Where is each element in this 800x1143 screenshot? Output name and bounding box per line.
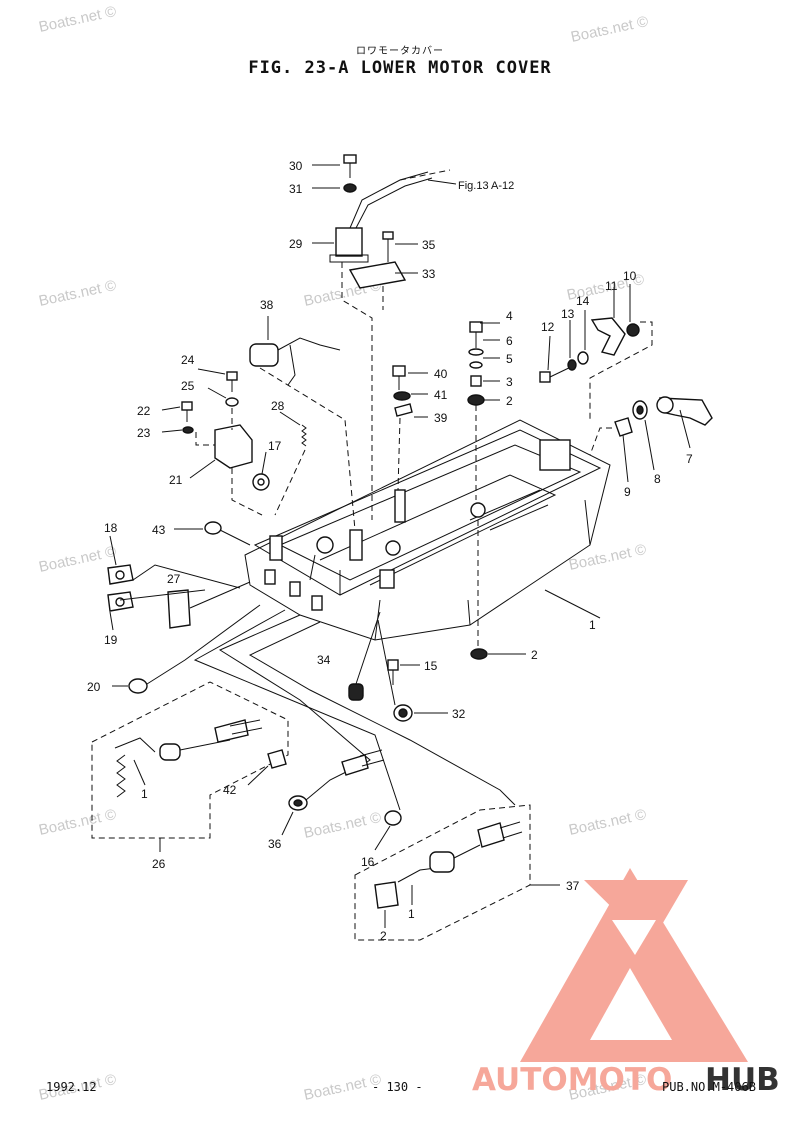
callout-1-kit26: 1 xyxy=(141,787,148,801)
callout-labels: 30 31 29 35 33 Fig.13 A-12 38 10 11 14 1… xyxy=(87,159,693,943)
callout-5: 5 xyxy=(506,352,513,366)
spring-28 xyxy=(274,424,307,516)
watermark: Boats.net © xyxy=(37,543,117,576)
callout-3: 3 xyxy=(506,375,513,389)
callout-2-lower: 2 xyxy=(531,648,538,662)
plate-27 xyxy=(167,581,251,629)
callout-16: 16 xyxy=(361,855,375,869)
automotohub-logo: AUTOMOTO HUB xyxy=(472,868,780,1098)
kit-37 xyxy=(354,804,560,941)
figure-title: FIG. 23-A LOWER MOTOR COVER xyxy=(248,58,552,78)
callout-31: 31 xyxy=(289,182,303,196)
bolt-stack xyxy=(467,321,485,650)
watermark: Boats.net © xyxy=(567,806,647,839)
bolt-40-group xyxy=(392,365,413,491)
logo-text-automoto: AUTOMOTO xyxy=(472,1062,672,1098)
watermark: Boats.net © xyxy=(302,1071,382,1104)
callout-2: 2 xyxy=(506,394,513,408)
callout-22: 22 xyxy=(137,404,151,418)
lever-group xyxy=(539,317,653,420)
callout-9: 9 xyxy=(624,485,631,499)
callout-30: 30 xyxy=(289,159,303,173)
callout-6: 6 xyxy=(506,334,513,348)
callout-14: 14 xyxy=(576,294,590,308)
callout-1-kit37: 1 xyxy=(408,907,415,921)
watermark: Boats.net © xyxy=(37,3,117,36)
callout-43: 43 xyxy=(152,523,166,537)
callout-leaders xyxy=(109,164,691,851)
callout-37: 37 xyxy=(566,879,580,893)
grommet-43 xyxy=(204,521,251,546)
watermark: Boats.net © xyxy=(37,277,117,310)
callout-2-kit37: 2 xyxy=(380,929,387,943)
callout-26: 26 xyxy=(152,857,166,871)
callout-39: 39 xyxy=(434,411,448,425)
callout-11: 11 xyxy=(605,279,618,293)
callout-24: 24 xyxy=(181,353,195,367)
callout-4: 4 xyxy=(506,309,513,323)
clip-18-19 xyxy=(107,564,241,612)
grommet-42 xyxy=(267,749,287,769)
watermark: Boats.net © xyxy=(37,806,117,839)
cable-connector-group xyxy=(329,154,451,520)
watermark: Boats.net © xyxy=(567,541,647,574)
callout-18: 18 xyxy=(104,521,118,535)
callout-25: 25 xyxy=(181,379,195,393)
callout-36: 36 xyxy=(268,837,282,851)
callout-7: 7 xyxy=(686,452,693,466)
callout-42: 42 xyxy=(223,783,237,797)
callout-23: 23 xyxy=(137,426,151,440)
callout-35: 35 xyxy=(422,238,436,252)
callout-38: 38 xyxy=(260,298,274,312)
subtitle-japanese: ロワモータカバー xyxy=(356,46,444,57)
callout-19: 19 xyxy=(104,633,118,647)
callout-32: 32 xyxy=(452,707,466,721)
watermark: Boats.net © xyxy=(302,809,382,842)
callout-27: 27 xyxy=(167,572,181,586)
callout-17: 17 xyxy=(268,439,282,453)
callout-28: 28 xyxy=(271,399,285,413)
callout-15: 15 xyxy=(424,659,438,673)
bracket-21-group xyxy=(181,371,263,516)
callout-21: 21 xyxy=(169,473,183,487)
watermark-layer: Boats.net © Boats.net © Boats.net © Boat… xyxy=(37,3,649,1104)
callout-34: 34 xyxy=(317,653,331,667)
footer-date: 1992.12 xyxy=(46,1080,97,1094)
lower-fasteners xyxy=(128,604,488,722)
grommet-17 xyxy=(252,473,270,491)
callout-33: 33 xyxy=(422,267,436,281)
footer-pub: PUB.NO.M-406B xyxy=(662,1080,756,1094)
watermark: Boats.net © xyxy=(569,13,649,46)
callout-8: 8 xyxy=(654,472,661,486)
connector-36 xyxy=(288,749,385,811)
callout-29: 29 xyxy=(289,237,303,251)
handle-group xyxy=(589,396,713,456)
lower-cover-body xyxy=(244,419,611,641)
reference-fig: Fig.13 A-12 xyxy=(458,180,514,192)
harness-38 xyxy=(249,337,356,531)
callout-13: 13 xyxy=(561,307,575,321)
logo-text-hub: HUB xyxy=(705,1062,780,1098)
footer-page: - 130 - xyxy=(372,1080,423,1094)
callout-12: 12 xyxy=(541,320,555,334)
callout-20: 20 xyxy=(87,680,101,694)
callout-10: 10 xyxy=(623,269,637,283)
kit-26 xyxy=(91,681,289,852)
callout-41: 41 xyxy=(434,388,448,402)
callout-1: 1 xyxy=(589,618,596,632)
callout-40: 40 xyxy=(434,367,448,381)
